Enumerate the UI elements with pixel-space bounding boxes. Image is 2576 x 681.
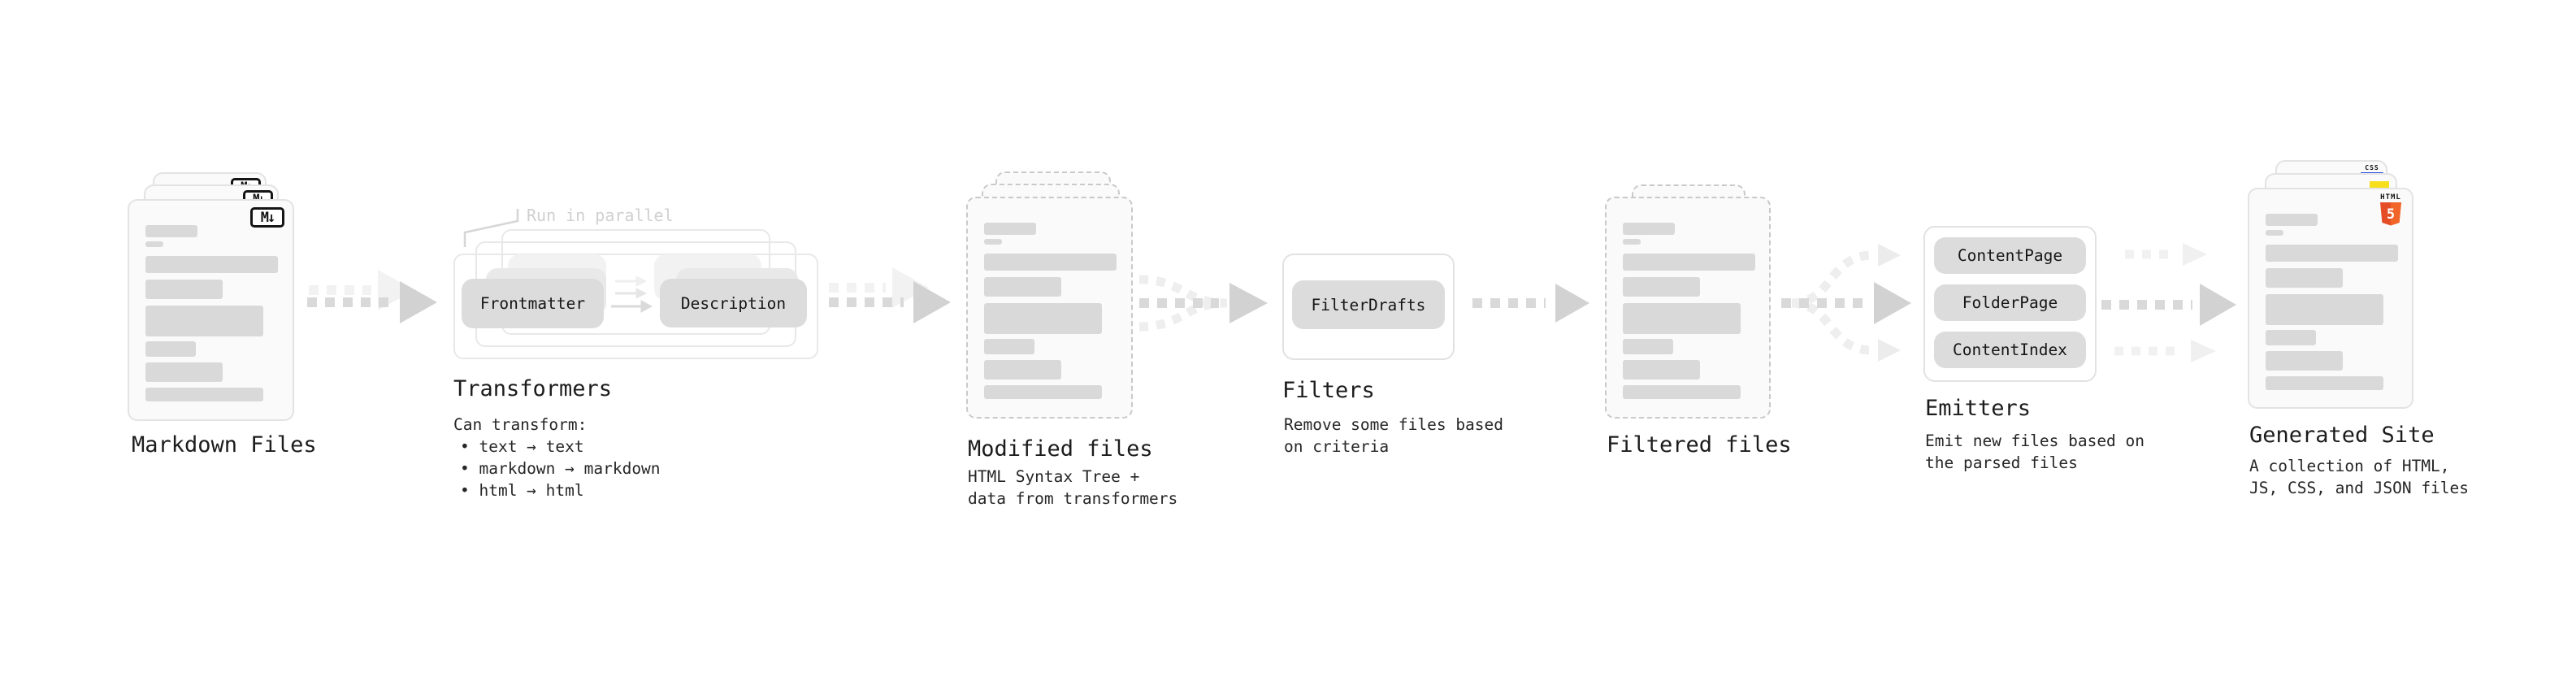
- skeleton-bar: [1623, 223, 1675, 235]
- skeleton-bar: [984, 385, 1102, 399]
- run-in-parallel-note: Run in parallel: [527, 206, 674, 225]
- skeleton-bar: [2266, 376, 2383, 390]
- transformers-title: Transformers: [453, 376, 613, 401]
- skeleton-bar: [1623, 239, 1641, 245]
- caption-line: • markdown → markdown: [460, 459, 661, 478]
- caption-line: Can transform:: [453, 415, 588, 434]
- filtered-files-title: Filtered files: [1607, 432, 1792, 458]
- css-label: CSS: [2365, 164, 2379, 171]
- html5-number: 5: [2387, 206, 2395, 223]
- skeleton-bar: [1623, 385, 1741, 399]
- caption-line: • html → html: [460, 481, 584, 500]
- transformer-pill-frontmatter: Frontmatter: [462, 279, 604, 328]
- skeleton-bar: [145, 388, 263, 401]
- arrow-filters-to-filtered: [1472, 284, 1589, 323]
- skeleton-bar: [2266, 330, 2316, 345]
- caption-line: HTML Syntax Tree +: [968, 467, 1140, 486]
- caption-line: data from transformers: [968, 489, 1178, 508]
- emitters-caption: Emit new files based on the parsed files: [1925, 430, 2144, 474]
- document-skeleton: [1607, 198, 1769, 417]
- caption-line: Emit new files based on: [1925, 432, 2145, 450]
- filters-title: Filters: [1282, 378, 1375, 403]
- skeleton-bar: [1623, 277, 1700, 297]
- arrow-modified-to-filters-merge: [1138, 275, 1268, 332]
- caption-line: on criteria: [1284, 437, 1390, 456]
- skeleton-bar: [2266, 214, 2318, 226]
- html5-label: HTML: [2380, 193, 2401, 202]
- skeleton-bar: [984, 339, 1034, 354]
- caption-line: the parsed files: [1925, 453, 2078, 472]
- markdown-icon: M↓: [250, 207, 284, 228]
- skeleton-bar: [2266, 268, 2343, 288]
- document-skeleton: [968, 198, 1131, 417]
- skeleton-bar: [2266, 294, 2383, 325]
- filter-pill-filterdrafts: FilterDrafts: [1292, 280, 1445, 329]
- emitter-pill-contentpage: ContentPage: [1934, 237, 2086, 274]
- document-skeleton: [2249, 189, 2412, 407]
- caption-line: Remove some files based: [1284, 415, 1504, 434]
- html5-icon: HTML 5: [2380, 193, 2401, 226]
- file-card: M↓: [128, 199, 294, 421]
- skeleton-bar: [984, 239, 1002, 245]
- skeleton-bar: [145, 341, 196, 357]
- skeleton-bar: [145, 280, 223, 299]
- emitter-pill-contentindex: ContentIndex: [1934, 332, 2086, 368]
- document-skeleton: [129, 201, 293, 419]
- skeleton-bar: [145, 241, 163, 247]
- skeleton-bar: [984, 303, 1102, 334]
- skeleton-bar: [145, 225, 197, 237]
- file-card: [1605, 197, 1771, 419]
- emitters-title: Emitters: [1925, 396, 2032, 421]
- transformers-caption: Can transform: • text → text • markdown …: [453, 414, 661, 501]
- skeleton-bar: [145, 306, 263, 336]
- caption-line: JS, CSS, and JSON files: [2249, 479, 2470, 497]
- skeleton-bar: [145, 362, 223, 382]
- file-card: [966, 197, 1133, 419]
- skeleton-bar: [984, 254, 1117, 271]
- html5-shield: 5: [2380, 202, 2401, 226]
- skeleton-bar: [984, 360, 1061, 380]
- modified-files-title: Modified files: [968, 436, 1153, 462]
- transformer-pill-description: Description: [660, 279, 807, 327]
- skeleton-bar: [2266, 245, 2398, 262]
- emitter-pill-folderpage: FolderPage: [1934, 284, 2086, 321]
- skeleton-bar: [2266, 230, 2283, 236]
- skeleton-bar: [1623, 360, 1700, 380]
- skeleton-bar: [1623, 339, 1673, 354]
- skeleton-bar: [1623, 303, 1741, 334]
- modified-files-caption: HTML Syntax Tree + data from transformer…: [968, 466, 1177, 510]
- skeleton-bar: [984, 277, 1061, 297]
- arrow-transformers-to-modified: [829, 267, 951, 323]
- arrow-markdown-to-transformers: [307, 270, 437, 323]
- caption-line: • text → text: [460, 437, 584, 456]
- skeleton-bar: [2266, 351, 2343, 371]
- generated-site-caption: A collection of HTML, JS, CSS, and JSON …: [2249, 455, 2469, 499]
- file-card: HTML 5: [2248, 188, 2413, 409]
- arrows-emitters-to-generated: [2101, 243, 2236, 362]
- transformer-box-front: [453, 254, 818, 359]
- skeleton-bar: [145, 256, 278, 273]
- generated-site-title: Generated Site: [2249, 423, 2435, 448]
- skeleton-bar: [984, 223, 1036, 235]
- caption-line: A collection of HTML,: [2249, 457, 2450, 475]
- arrow-filtered-to-emitters-split: [1781, 244, 1911, 362]
- skeleton-bar: [1623, 254, 1755, 271]
- filters-caption: Remove some files based on criteria: [1284, 414, 1503, 458]
- markdown-files-title: Markdown Files: [132, 432, 317, 458]
